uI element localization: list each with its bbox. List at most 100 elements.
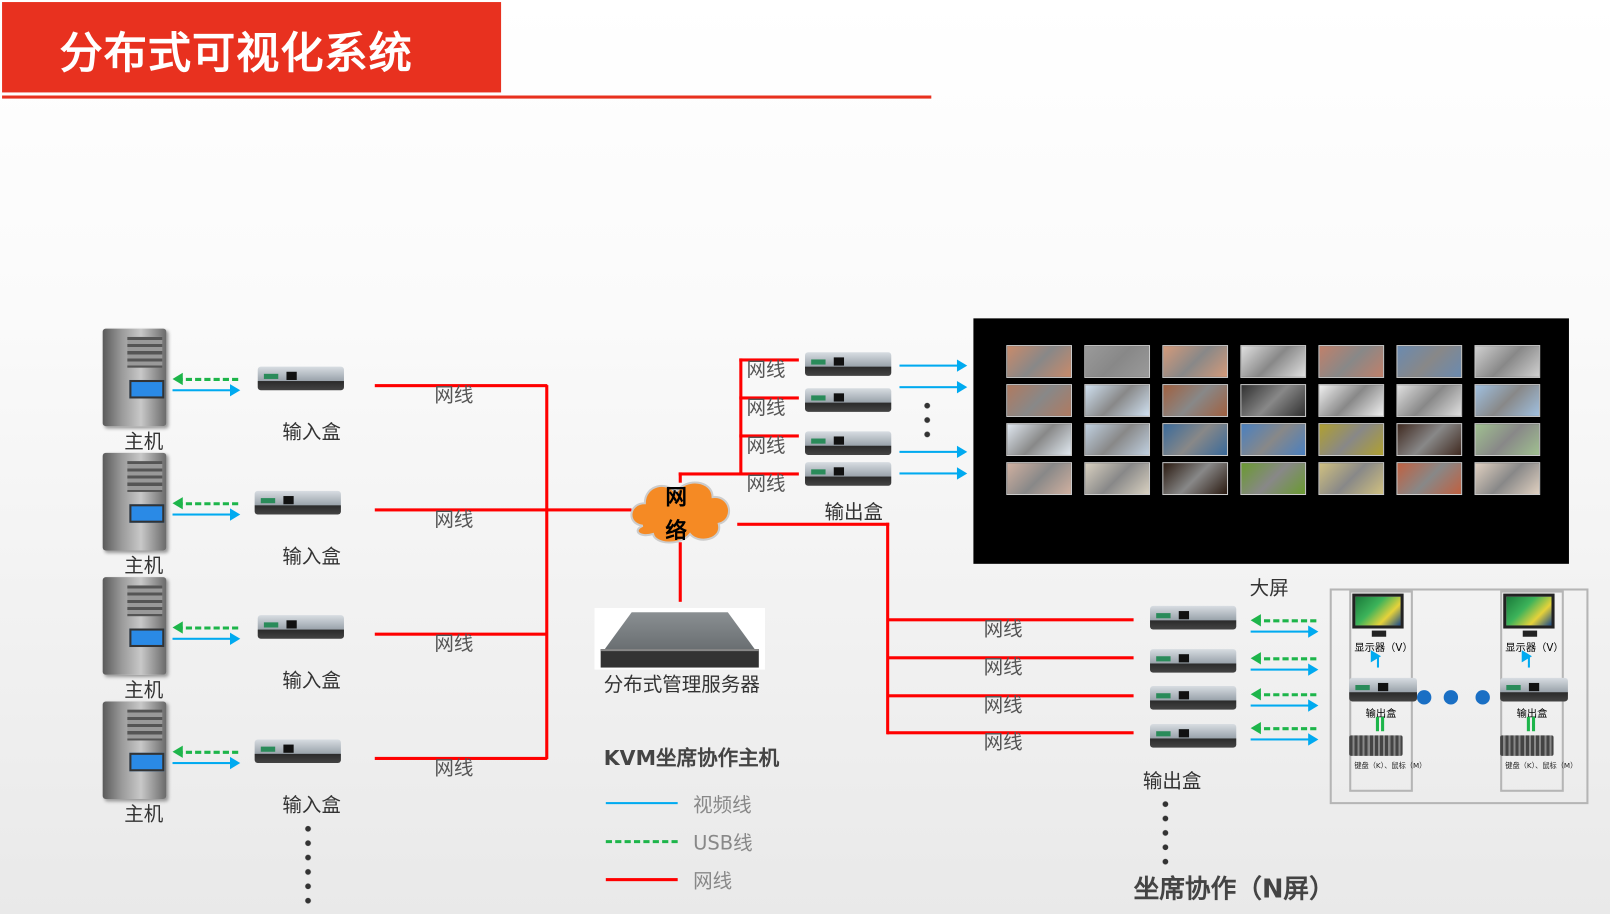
output-box-label: 输出盒 [1142,770,1202,793]
keyboard-label: 键盘（K）、鼠标（M） [1505,762,1578,771]
network-cable-label: 网线 [983,618,1023,641]
video-wall-tile [1396,384,1463,417]
output-box-icon [1150,605,1237,630]
server-label: 分布式管理服务器 [603,673,760,697]
page-title: 分布式可视化系统 [59,27,413,79]
usb-arrow [172,372,239,386]
monitor-label: 显示器（V） [1354,642,1413,655]
legend-line [605,878,678,882]
network-link-up [678,472,682,483]
video-wall-tile [1006,423,1072,456]
usb-arrow-up [1526,716,1536,732]
seat-panel [1329,588,1589,805]
input-box-icon [254,739,341,764]
video-wall-tile [1474,345,1541,378]
video-wall-tile [1240,345,1307,378]
network-bus-top [739,358,743,476]
input-box-label: 输入盒 [282,545,341,568]
host-computer-icon [102,701,167,800]
network-cloud-icon [630,481,730,544]
keyboard-icon [1349,735,1403,756]
monitor-icon [1352,593,1404,637]
output-box-icon [1349,677,1417,702]
title-banner [2,2,502,93]
video-wall-tile [1240,423,1307,456]
video-wall-tile [1240,462,1307,496]
video-arrow-up [1370,650,1382,668]
network-link-right [737,522,890,526]
cloud-char: 网 [665,484,687,510]
video-wall-tile [1318,462,1385,496]
video-wall-tile [1240,384,1307,417]
more-dots [924,398,931,444]
network-cable-label: 网线 [746,434,786,458]
video-wall-tile [1162,345,1229,378]
keyboard-label: 键盘（K）、鼠标（M） [1354,762,1427,771]
video-arrow [899,381,968,394]
video-arrow [1250,663,1319,676]
video-wall-tile [1396,423,1463,456]
usb-arrow [172,497,239,510]
network-cable [887,656,1134,660]
output-box-icon [805,431,892,455]
video-arrow [899,359,968,372]
network-cable [887,618,1134,622]
input-box-label: 输入盒 [282,793,341,817]
network-cable-label: 网线 [434,756,474,780]
host-label: 主机 [124,554,164,578]
network-cable-label: 网线 [434,508,474,531]
screen-label: 大屏 [1249,577,1289,600]
legend-label: 网线 [693,869,733,893]
usb-arrow [1250,688,1317,701]
video-wall-tile [1474,423,1541,456]
video-wall-tile [1162,384,1229,417]
more-hosts-dots [304,821,312,906]
usb-arrow [1250,652,1317,665]
video-arrow [172,756,241,770]
video-wall-tile [1318,384,1385,417]
video-wall-tile [1006,345,1072,378]
video-wall-tile [1084,384,1151,417]
input-box-icon [254,490,341,515]
network-cable [887,694,1134,698]
monitor-label: 显示器（V） [1505,642,1564,655]
ellipsis-dot [1475,690,1490,705]
cloud-char: 络 [665,518,687,544]
video-arrow [172,508,241,521]
network-cable-label: 网线 [983,731,1023,754]
legend-line [605,840,678,844]
network-cable-label: 网线 [983,694,1023,717]
video-arrow [1250,625,1319,638]
network-cable-label: 网线 [746,396,786,420]
network-cable [739,396,799,400]
legend-line [605,802,678,805]
usb-arrow [172,745,239,758]
video-wall-tile [1474,462,1541,496]
video-wall-tile [1006,462,1072,496]
network-cable-label: 网线 [983,656,1023,679]
network-cable [374,756,548,760]
more-seats-dots [1162,796,1169,867]
host-label: 主机 [124,803,164,826]
video-wall [973,318,1569,564]
video-wall-tile [1006,384,1072,417]
output-box-icon [805,462,892,486]
host-computer-icon [102,577,167,675]
network-cable [374,632,548,636]
output-box-icon [805,352,892,376]
video-wall-tile [1162,462,1229,496]
network-cable [374,384,548,388]
video-wall-tile [1084,462,1151,496]
video-wall-tile [1084,345,1151,378]
output-box-icon [1150,724,1237,748]
input-box-icon [257,366,344,391]
video-arrow [172,384,241,397]
video-wall-tile [1318,345,1385,378]
network-bus-left [545,385,549,759]
kvm-title: KVM坐席协作主机 [603,745,780,771]
legend-label: 视频线 [693,793,752,817]
network-cable [374,508,548,512]
seat-title: 坐席协作（N屏） [1133,873,1335,904]
video-arrow [899,445,968,459]
